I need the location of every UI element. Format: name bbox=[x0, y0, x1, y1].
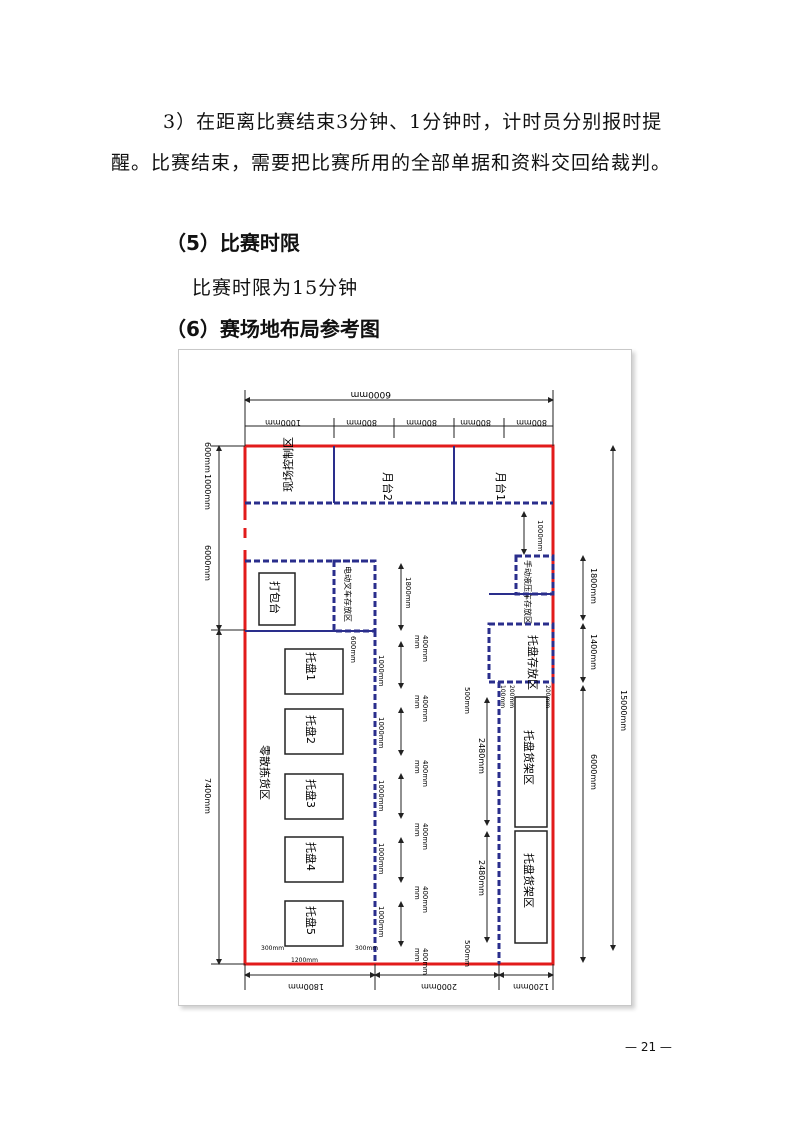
dim-bottom-300-left: 300mm bbox=[261, 945, 284, 952]
dim-aisle-1000-5: 1000mm bbox=[377, 906, 385, 938]
time-limit-text: 比赛时限为15分钟 bbox=[192, 277, 359, 299]
pallet-4: 托盘4 bbox=[304, 842, 318, 871]
dim-aisle-400-1: 400mm bbox=[421, 635, 429, 662]
dim-aisle-400-6: 400mm bbox=[421, 948, 429, 975]
zone-trolley-label: 手动液压车存放区 bbox=[523, 560, 533, 624]
dim-left-6000: 6000mm bbox=[203, 545, 212, 581]
dim-aisle-1000-1: 1000mm bbox=[377, 655, 385, 687]
trolley-zone bbox=[514, 554, 555, 596]
pallet-3: 托盘3 bbox=[304, 779, 318, 808]
zone-pallet-store-label: 托盘存放区 bbox=[526, 635, 540, 690]
heading-layout: （6）赛场地布局参考图 bbox=[166, 317, 380, 341]
dim-top-800a: 800mm bbox=[346, 418, 377, 427]
dim-rack-500-bottom: 500mm bbox=[463, 940, 471, 967]
dim-top-800b: 800mm bbox=[406, 418, 437, 427]
dim-aisle-mm-5: mm bbox=[413, 886, 421, 900]
paragraph-timekeeping: 3）在距离比赛结束3分钟、1分钟时，计时员分别报时提醒。比赛结束，需要把比赛所用… bbox=[111, 111, 672, 174]
dim-left-1000: 1000mm bbox=[203, 474, 212, 510]
rack-upper bbox=[514, 696, 548, 828]
dim-aisle-mm-4: mm bbox=[413, 823, 421, 837]
dim-bottom-2000: 2000mm bbox=[421, 982, 457, 991]
dim-aisle-mm-3: mm bbox=[413, 760, 421, 774]
pallet-store-zone bbox=[487, 622, 555, 684]
dim-right-6000: 6000mm bbox=[589, 754, 598, 790]
pallet-1: 托盘1 bbox=[304, 652, 318, 681]
dim-aisle-400-3: 400mm bbox=[421, 760, 429, 787]
dim-bottom-1200-inner: 1200mm bbox=[291, 957, 318, 964]
dim-top-800c: 800mm bbox=[460, 418, 491, 427]
dim-bottom-1200: 1200mm bbox=[513, 982, 549, 991]
layout-diagram: 现场控制区 月台2 月台1 打包台 电动叉车存放区 托盘1 托盘2 托盘3 托盘… bbox=[203, 389, 628, 991]
dim-rack-200-left: 200mm bbox=[508, 685, 515, 708]
dim-aisle-1000-4: 1000mm bbox=[377, 843, 385, 875]
layout-figure: 现场控制区 月台2 月台1 打包台 电动叉车存放区 托盘1 托盘2 托盘3 托盘… bbox=[178, 349, 632, 1006]
dim-aisle-400-4: 400mm bbox=[421, 823, 429, 850]
dim-right-1800: 1800mm bbox=[589, 568, 598, 604]
pallet-2: 托盘2 bbox=[304, 715, 318, 744]
zone-rack-upper-label: 托盘货架区 bbox=[522, 730, 536, 785]
dim-total-width: 6000mm bbox=[351, 389, 391, 399]
dim-bottom-1800: 1800mm bbox=[288, 982, 324, 991]
dim-aisle-mm-1: mm bbox=[413, 635, 421, 649]
pallet-area bbox=[284, 648, 344, 947]
forklift-zone bbox=[332, 559, 377, 633]
zone-forklift-label: 电动叉车存放区 bbox=[343, 566, 353, 622]
zone-pack-label: 打包台 bbox=[268, 581, 282, 614]
dim-left-7400: 7400mm bbox=[203, 778, 212, 814]
dim-left-600: 600mm bbox=[203, 442, 212, 473]
dim-rack-500-top: 500mm bbox=[463, 687, 471, 714]
dim-right-1400: 1400mm bbox=[589, 634, 598, 670]
pack-station bbox=[258, 572, 296, 626]
dim-top-800d: 800mm bbox=[516, 418, 547, 427]
dim-right-15000: 15000mm bbox=[619, 690, 628, 731]
dim-aisle-400-2: 400mm bbox=[421, 695, 429, 722]
pallet-5: 托盘5 bbox=[304, 906, 318, 935]
dim-aisle-mm-2: mm bbox=[413, 695, 421, 709]
dim-aisle-1000-3: 1000mm bbox=[377, 780, 385, 812]
zone-rack-lower-label: 托盘货架区 bbox=[522, 853, 536, 908]
dim-forklift-1800: 1800mm bbox=[404, 577, 412, 609]
zone-stage2-label: 月台2 bbox=[381, 472, 395, 501]
zone-pick-label: 零散拣货区 bbox=[258, 745, 272, 800]
heading-time-limit: （5）比赛时限 bbox=[166, 231, 300, 255]
zone-control-label: 现场控制区 bbox=[281, 437, 295, 492]
page-number: — 21 — bbox=[625, 1040, 672, 1054]
dim-aisle-400-5: 400mm bbox=[421, 886, 429, 913]
dim-rack-100: 100mm bbox=[499, 685, 506, 708]
dim-forklift-600: 600mm bbox=[349, 636, 357, 663]
dim-aisle-mm-6: mm bbox=[413, 948, 421, 962]
dim-aisle-1000-2: 1000mm bbox=[377, 717, 385, 749]
zone-stage1-label: 月台1 bbox=[494, 472, 508, 501]
dim-bottom-300-right: 300mm bbox=[355, 945, 378, 952]
dim-rack-2480-lower: 2480mm bbox=[477, 860, 486, 896]
rack-lower bbox=[514, 830, 548, 944]
dim-top-1000: 1000mm bbox=[265, 418, 301, 427]
dim-rack-2480-upper: 2480mm bbox=[477, 738, 486, 774]
dim-rack-200-right: 200mm bbox=[544, 685, 551, 708]
dim-right-1000: 1000mm bbox=[536, 520, 544, 552]
